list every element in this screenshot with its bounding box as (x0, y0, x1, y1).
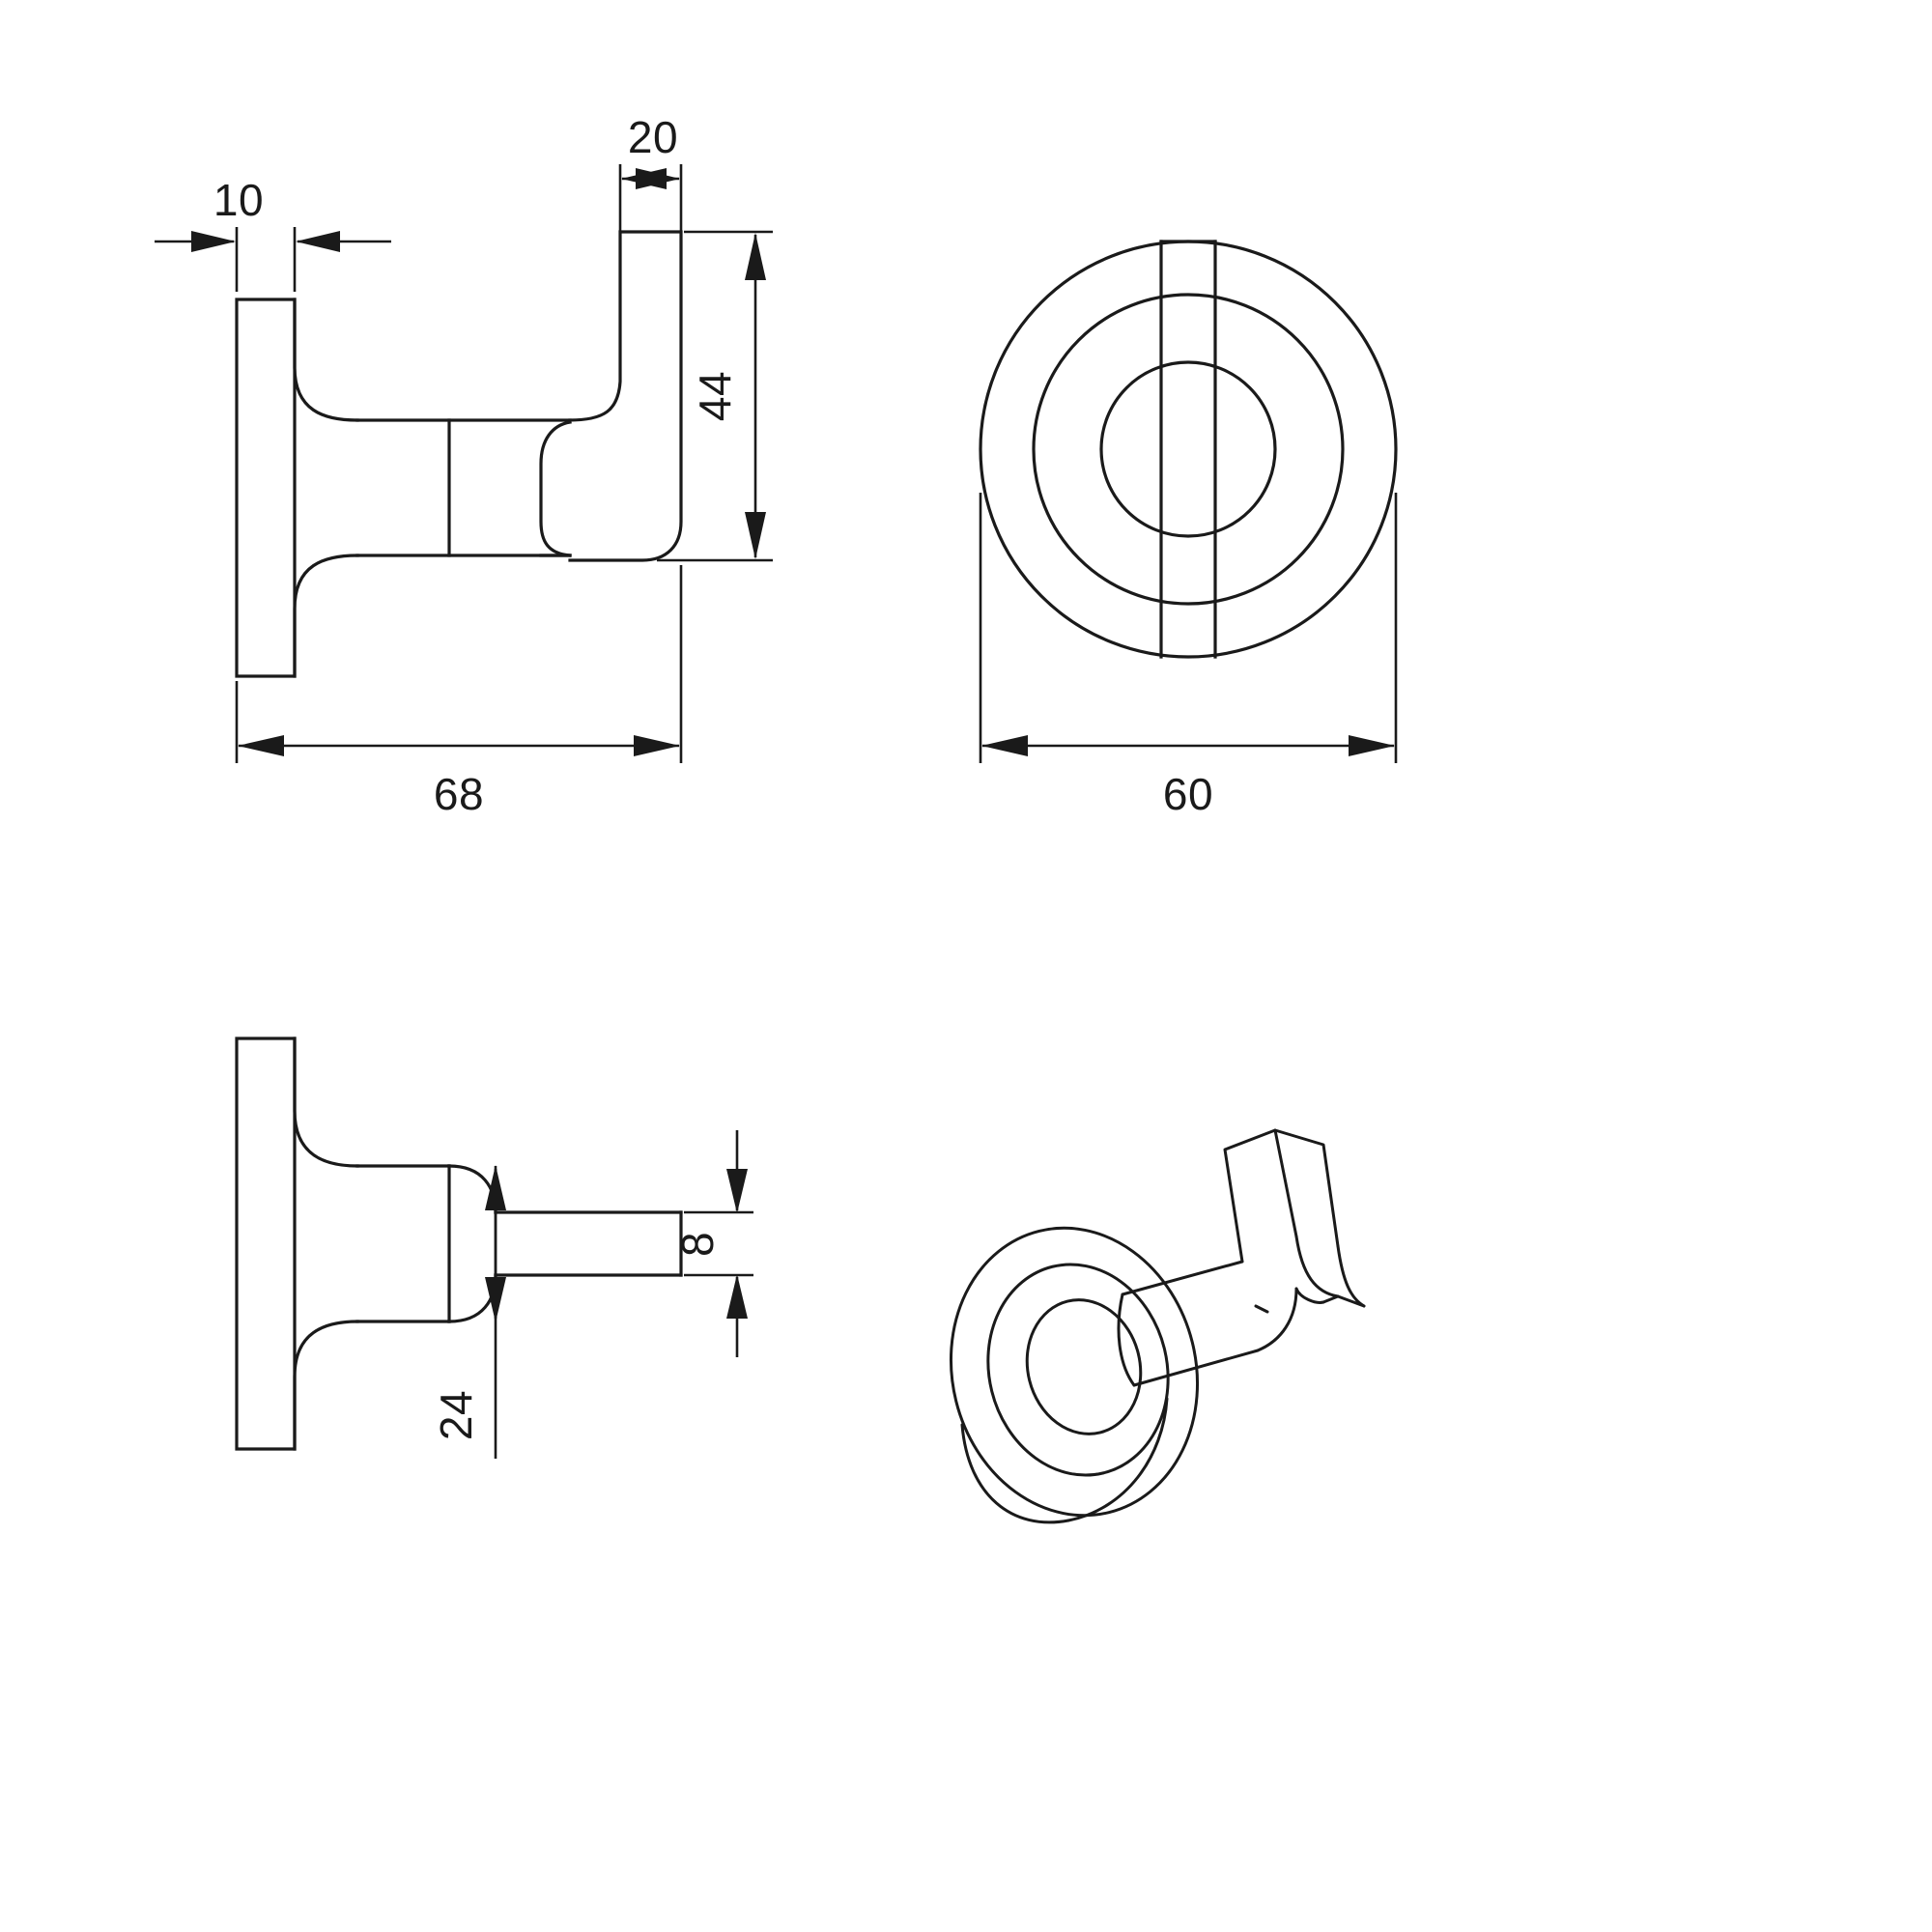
iso-stem-root-curve (1117, 1293, 1136, 1387)
dim-label-60: 60 (1163, 769, 1213, 819)
iso-hook-arm-top-face (1273, 1128, 1340, 1248)
iso-rosette-mid (986, 1263, 1170, 1477)
iso-rosette-outer (949, 1226, 1200, 1518)
iso-hook-arm-outer (1223, 1128, 1298, 1264)
iso-stem-top-edge (1121, 1260, 1244, 1296)
arrow-68-right (634, 735, 680, 756)
iso-hook-underside (1256, 1287, 1298, 1352)
arrow-24-bottom (485, 1277, 506, 1322)
arrow-10-left (191, 231, 236, 252)
view-bottom-side: 24 8 (235, 1037, 753, 1459)
wall-plate-outline (235, 298, 297, 678)
arrow-68-left (238, 735, 284, 756)
arrow-20-right (636, 168, 680, 189)
arrow-24-top (485, 1165, 506, 1210)
dim-label-20: 20 (628, 112, 678, 162)
iso-rosette-rim-2 (1066, 1397, 1169, 1522)
plate-outline-lower (235, 1037, 297, 1451)
arrow-10-right (296, 231, 340, 252)
iso-hook-under-join (1294, 1287, 1325, 1304)
arrow-8-top (726, 1169, 748, 1213)
dim-label-24: 24 (431, 1390, 481, 1440)
lower-fillet (293, 554, 359, 678)
arrow-60-right (1349, 735, 1395, 756)
view-front-rosette: 60 (979, 240, 1398, 819)
dim-label-68: 68 (434, 769, 484, 819)
hook-head-inner (539, 420, 572, 557)
view-side-elevation: 10 20 44 68 (155, 112, 773, 819)
upper-fillet (293, 298, 359, 422)
iso-hook-arm-bottom-cap (1336, 1294, 1366, 1308)
view-isometric (949, 1128, 1366, 1524)
arrow-8-bottom (726, 1274, 748, 1319)
iso-hook-under-join-2 (1321, 1294, 1340, 1304)
hook-head-outer (568, 230, 683, 562)
dim-label-10: 10 (213, 175, 264, 225)
iso-hook-arm-front-curve (1294, 1235, 1340, 1298)
rosette-outer-circle (979, 240, 1398, 659)
iso-stem-bottom-edge (1132, 1349, 1260, 1387)
iso-rosette-rim (960, 1423, 1070, 1524)
dim-label-8: 8 (672, 1232, 723, 1257)
iso-hook-detail-line (1254, 1304, 1269, 1314)
rosette-inner-circle (1099, 360, 1277, 538)
iso-rosette-inner (1025, 1298, 1143, 1435)
arrow-44-top (745, 233, 766, 280)
arrow-60-left (981, 735, 1028, 756)
lower-fillet-lower (293, 1320, 359, 1451)
upper-fillet-lower (293, 1037, 359, 1168)
arrow-44-bottom (745, 512, 766, 559)
dim-label-44: 44 (690, 371, 740, 421)
rosette-middle-circle (1032, 293, 1345, 606)
